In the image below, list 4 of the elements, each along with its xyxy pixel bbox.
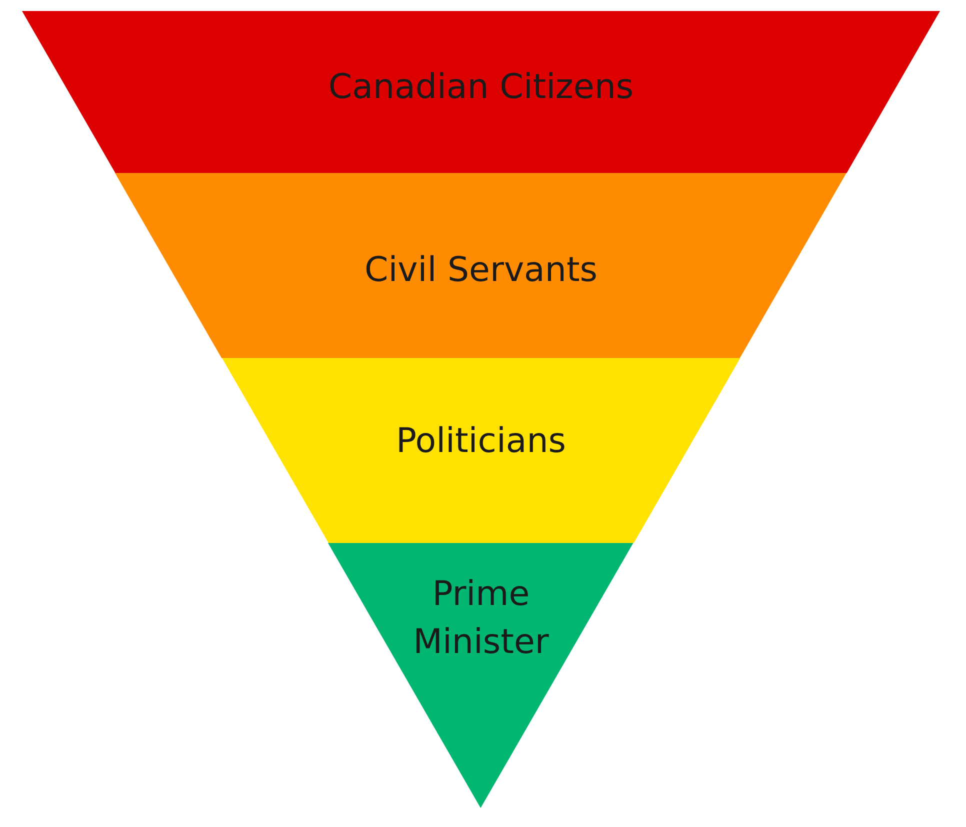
tier-label: Politicians <box>394 420 567 463</box>
tier-label: Canadian Citizens <box>327 66 635 109</box>
tier-label: Prime Minister <box>412 573 550 664</box>
tier-label: Civil Servants <box>363 249 598 292</box>
